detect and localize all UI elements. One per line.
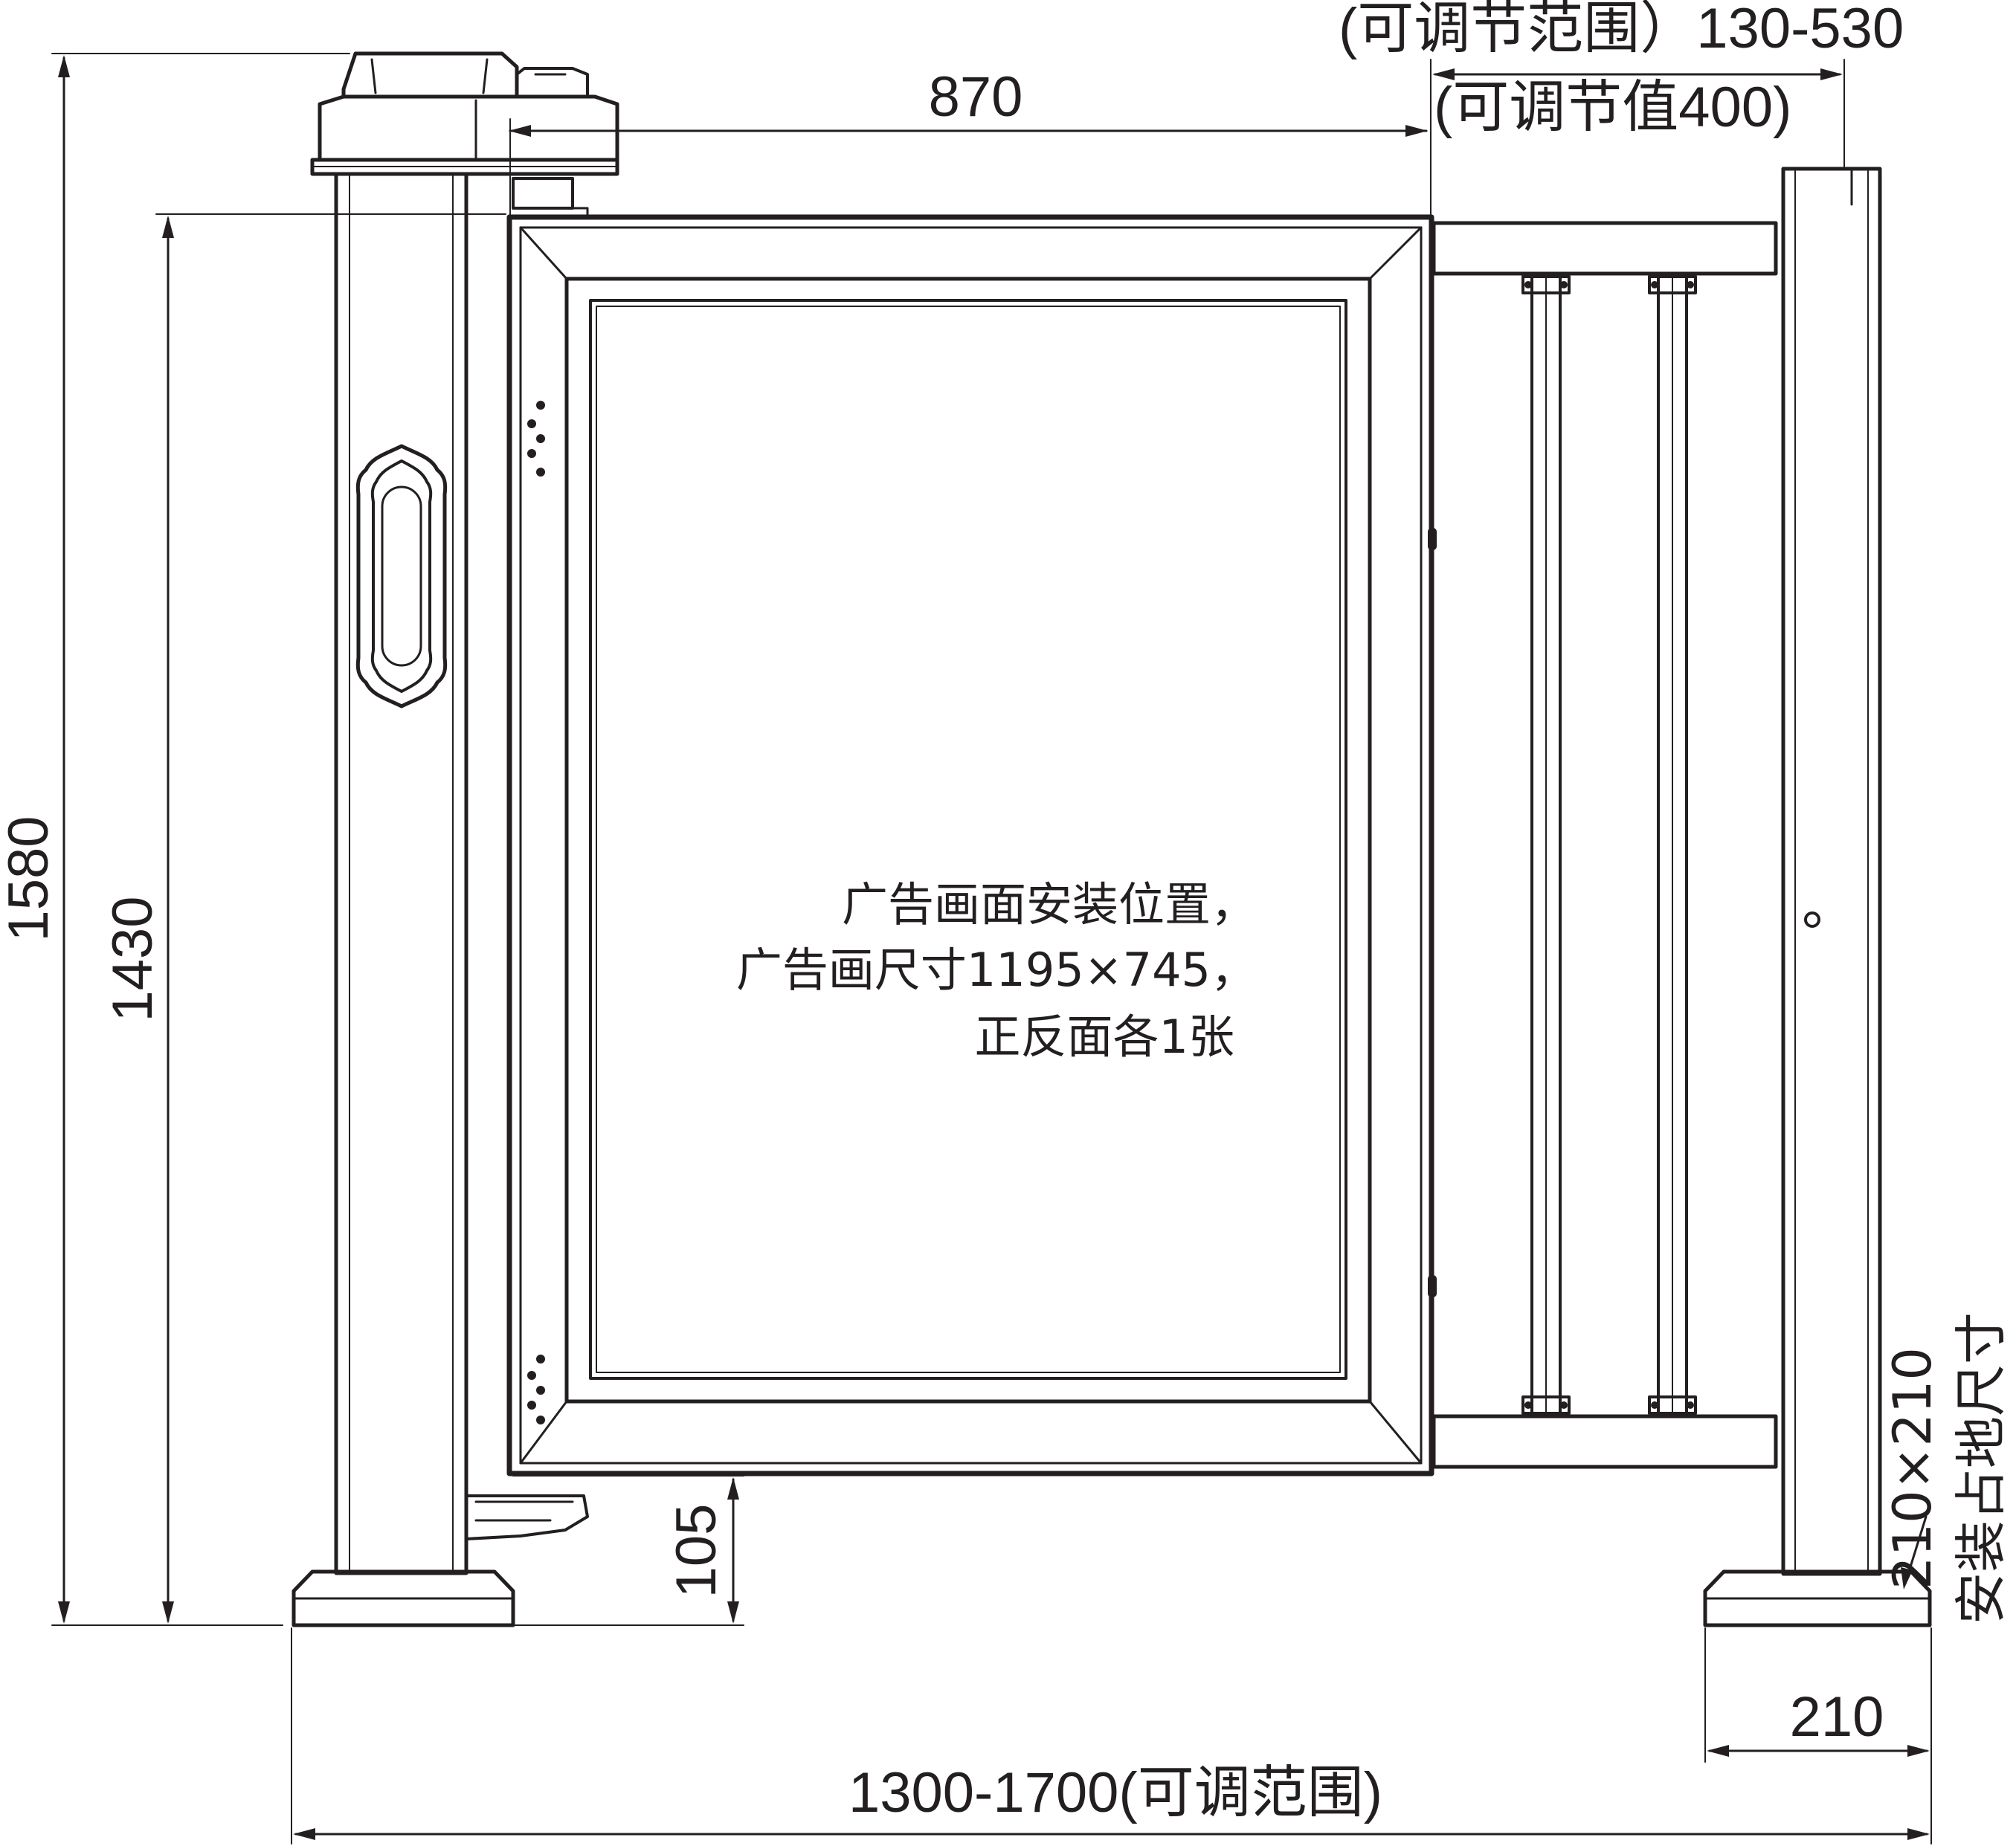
receiver-post [1703, 167, 1932, 1627]
footprint-size-label: 210×210 [1882, 1347, 1943, 1590]
post-base [292, 1569, 515, 1627]
dim-door-width: 870 [509, 65, 1428, 218]
ad-note-line-3: 正反面各1张 [975, 1010, 1234, 1064]
motor-post [292, 51, 619, 1627]
ad-note-line-2: 广告画尺寸1195×745， [736, 943, 1257, 997]
dim-adjust-range: (可调节范围）130-530 (可调节值400) [1339, 0, 1904, 216]
dim-adjust-range-label: (可调节范围）130-530 [1339, 0, 1904, 60]
dim-total-width-label: 1300-1700(可调范围) [848, 1761, 1382, 1824]
dim-total-height: 1580 [0, 53, 350, 1626]
ad-placement-note: 广告画面安装位置， 广告画尺寸1195×745， 正反面各1张 [736, 877, 1257, 1064]
door-inner-frame [564, 277, 1372, 1404]
dim-total-width: 1300-1700(可调范围) [291, 1627, 1932, 1845]
post-oval-window [355, 444, 448, 709]
dim-bottom-clearance: 105 [512, 1475, 744, 1626]
footprint-caption: 安装占地尺寸 [1951, 1312, 2012, 1624]
post-shaft [334, 172, 468, 1575]
dim-frame-height-label: 1430 [101, 896, 164, 1022]
receiver-base [1703, 1569, 1932, 1627]
ad-note-line-1: 广告画面安装位置， [842, 877, 1257, 932]
dim-post-base-width-label: 210 [1790, 1685, 1884, 1749]
door-outer-frame [506, 214, 1434, 1477]
dim-post-base-width: 210 [1704, 1627, 1930, 1763]
ad-display-area [589, 299, 1347, 1380]
extension-rails [1432, 221, 1778, 1469]
motor-housing [318, 94, 619, 162]
dim-frame-height: 1430 [101, 213, 506, 1624]
footprint-leader: 210×210 安装占地尺寸 [1882, 1312, 2012, 1624]
gate-door [506, 214, 1437, 1477]
dim-total-height-label: 1580 [0, 816, 60, 941]
motor-cap [341, 51, 519, 99]
dim-adjust-value-label: (可调节值400) [1434, 76, 1791, 139]
receiver-hole [1804, 911, 1820, 928]
dim-bottom-clearance-label: 105 [665, 1504, 728, 1598]
dim-door-width-label: 870 [929, 65, 1023, 129]
